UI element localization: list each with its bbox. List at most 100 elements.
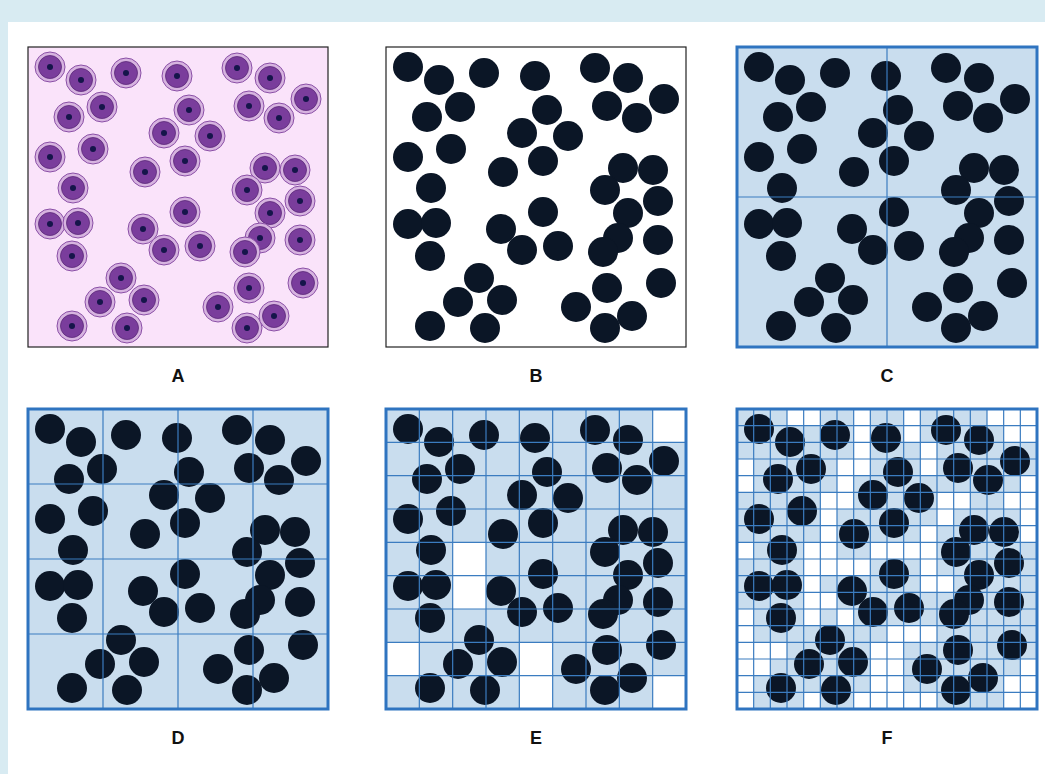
panel-letter: E bbox=[516, 727, 556, 749]
empty-box bbox=[837, 492, 854, 509]
empty-box bbox=[920, 626, 937, 643]
panel-letter: D bbox=[158, 727, 198, 749]
cell-nucleus bbox=[161, 130, 167, 136]
cell-symbol bbox=[280, 155, 310, 185]
particle bbox=[989, 155, 1019, 185]
cell-membrane bbox=[106, 263, 136, 293]
cell-nucleus bbox=[66, 114, 72, 120]
cell-body bbox=[236, 179, 259, 202]
empty-box bbox=[737, 676, 754, 693]
cell-membrane bbox=[57, 241, 87, 271]
cell-body bbox=[259, 67, 282, 90]
particle bbox=[445, 92, 475, 122]
particle bbox=[858, 597, 888, 627]
particle bbox=[35, 571, 65, 601]
cell-nucleus bbox=[141, 297, 147, 303]
cell-body bbox=[67, 212, 90, 235]
particle bbox=[543, 593, 573, 623]
particle bbox=[592, 635, 622, 665]
grid-line bbox=[737, 692, 1037, 693]
cell-symbol bbox=[174, 95, 204, 125]
grid-line bbox=[936, 409, 937, 709]
empty-box bbox=[854, 559, 871, 576]
particle bbox=[879, 559, 909, 589]
cell-membrane bbox=[259, 301, 289, 331]
empty-box bbox=[1020, 659, 1037, 676]
particle bbox=[234, 635, 264, 665]
panel-ground bbox=[28, 409, 328, 709]
particle bbox=[507, 480, 537, 510]
grid-line bbox=[737, 196, 1037, 197]
particle bbox=[412, 464, 442, 494]
cell-symbol bbox=[195, 121, 225, 151]
cell-body bbox=[116, 317, 139, 340]
particle bbox=[222, 415, 252, 445]
cell-symbol bbox=[162, 61, 192, 91]
cell-nucleus bbox=[47, 64, 53, 70]
empty-box bbox=[887, 642, 904, 659]
empty-box bbox=[904, 626, 921, 643]
cell-symbol bbox=[129, 285, 159, 315]
cell-membrane bbox=[291, 84, 321, 114]
particle bbox=[590, 175, 620, 205]
grid-line bbox=[737, 558, 1037, 559]
panel-ground bbox=[386, 47, 686, 347]
panel-letter: C bbox=[867, 365, 907, 387]
particle bbox=[487, 285, 517, 315]
cell-body bbox=[234, 241, 257, 264]
panel bbox=[28, 47, 328, 347]
empty-box bbox=[653, 409, 686, 442]
particle bbox=[528, 197, 558, 227]
cell-nucleus bbox=[182, 209, 188, 215]
cell-membrane bbox=[170, 197, 200, 227]
cell-body bbox=[39, 146, 62, 169]
particle bbox=[111, 420, 141, 450]
particle bbox=[464, 625, 494, 655]
cell-body bbox=[254, 157, 277, 180]
particle bbox=[57, 673, 87, 703]
cell-membrane bbox=[234, 91, 264, 121]
cell-nucleus bbox=[99, 104, 105, 110]
particle bbox=[815, 625, 845, 655]
panel-border bbox=[386, 409, 686, 709]
particle bbox=[230, 599, 260, 629]
cell-nucleus bbox=[75, 220, 81, 226]
cell-nucleus bbox=[197, 243, 203, 249]
cell-symbol bbox=[234, 273, 264, 303]
empty-box bbox=[804, 609, 821, 626]
cell-body bbox=[39, 56, 62, 79]
particle bbox=[57, 603, 87, 633]
cell-membrane bbox=[111, 58, 141, 88]
cell-nucleus bbox=[142, 169, 148, 175]
cell-nucleus bbox=[276, 115, 282, 121]
cell-symbol bbox=[232, 175, 262, 205]
empty-box bbox=[937, 509, 954, 526]
grid-line bbox=[386, 442, 686, 443]
cell-body bbox=[61, 315, 84, 338]
cell-membrane bbox=[222, 53, 252, 83]
cell-body bbox=[268, 107, 291, 130]
particle bbox=[968, 663, 998, 693]
grid-line bbox=[953, 409, 954, 709]
panel bbox=[737, 409, 1037, 709]
empty-box bbox=[870, 659, 887, 676]
cell-nucleus bbox=[123, 70, 129, 76]
particle bbox=[943, 91, 973, 121]
particle bbox=[285, 587, 315, 617]
particle bbox=[232, 675, 262, 705]
cell-body bbox=[289, 229, 312, 252]
particle bbox=[421, 208, 451, 238]
particle bbox=[941, 675, 971, 705]
particle bbox=[291, 446, 321, 476]
cell-membrane bbox=[58, 173, 88, 203]
particle bbox=[1000, 84, 1030, 114]
cell-symbol bbox=[285, 186, 315, 216]
empty-box bbox=[1020, 676, 1037, 693]
empty-box bbox=[870, 676, 887, 693]
particle bbox=[763, 102, 793, 132]
empty-box bbox=[870, 642, 887, 659]
empty-box bbox=[1020, 526, 1037, 543]
grid-line bbox=[652, 409, 653, 709]
page-ground bbox=[8, 22, 1045, 774]
